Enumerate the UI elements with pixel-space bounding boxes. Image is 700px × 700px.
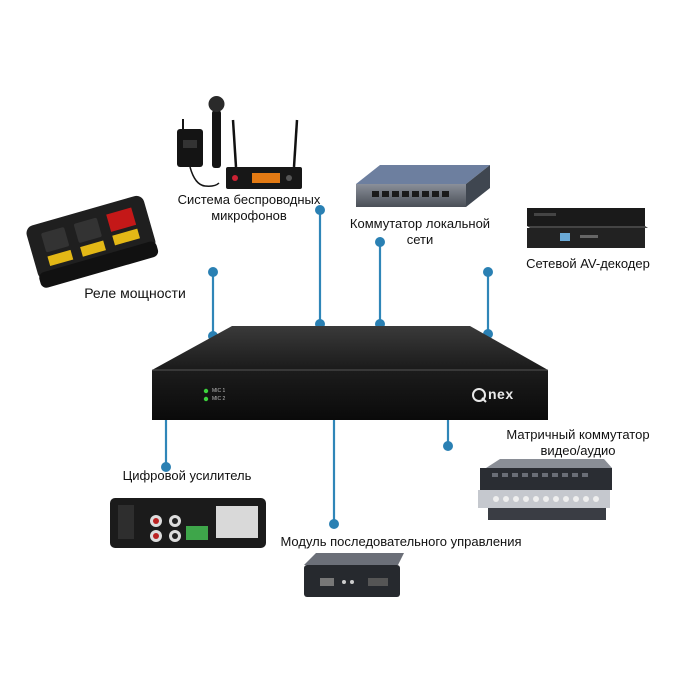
label-av-decoder: Сетевой AV-декодер bbox=[526, 256, 650, 271]
led-mic1-icon bbox=[203, 388, 209, 394]
wireless-mic-system bbox=[177, 96, 302, 189]
lan-switch bbox=[356, 165, 490, 207]
av-decoder bbox=[527, 208, 648, 248]
central-unit-front bbox=[152, 370, 548, 420]
serial-control-module bbox=[304, 553, 404, 597]
brand-logo-text: nex bbox=[488, 386, 514, 402]
label-power-relay: Реле мощности bbox=[84, 285, 186, 301]
power-relay bbox=[26, 195, 159, 288]
central-unit-top bbox=[152, 326, 548, 370]
label-matrix-switcher-line2: видео/аудио bbox=[540, 443, 616, 458]
label-matrix-switcher-line1: Матричный коммутатор bbox=[506, 427, 650, 442]
label-lan-switch: Коммутатор локальной сети bbox=[340, 216, 500, 248]
label-wireless-mics-line2: микрофонов bbox=[211, 208, 287, 223]
matrix-switcher bbox=[478, 459, 612, 520]
central-unit bbox=[152, 326, 548, 420]
label-wireless-mics-line1: Система беспроводных bbox=[177, 192, 321, 207]
led-label-mic2: MIC 2 bbox=[212, 396, 226, 402]
led-label-mic1: MIC 1 bbox=[212, 388, 226, 394]
label-lan-switch-line2: сети bbox=[406, 232, 434, 247]
qnex-logo-icon bbox=[472, 388, 486, 402]
digital-amplifier bbox=[110, 498, 266, 548]
led-mic2-icon bbox=[203, 396, 209, 402]
label-matrix-switcher: Матричный коммутатор видео/аудио bbox=[478, 427, 678, 459]
label-lan-switch-line1: Коммутатор локальной bbox=[349, 216, 491, 231]
label-serial-module: Модуль последовательного управления bbox=[280, 534, 522, 549]
handheld-mic bbox=[212, 110, 221, 168]
label-digital-amp: Цифровой усилитель bbox=[122, 468, 252, 483]
label-wireless-mics: Система беспроводных микрофонов bbox=[164, 192, 334, 224]
